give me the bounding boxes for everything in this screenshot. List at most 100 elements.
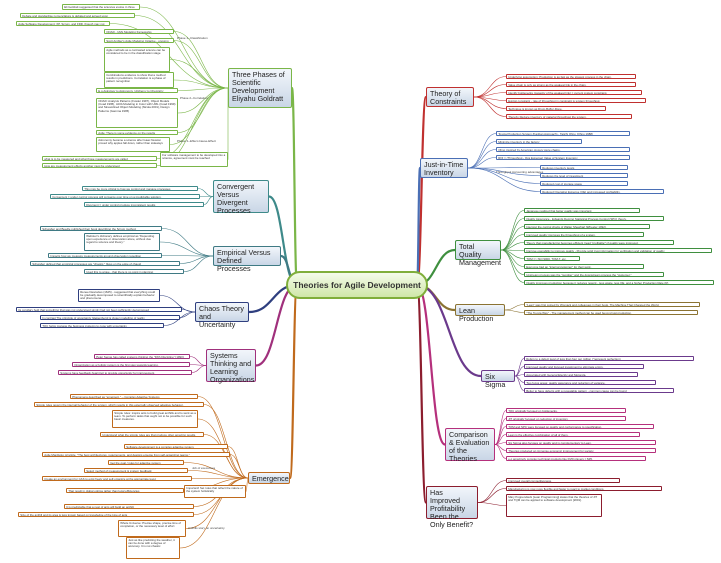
subtopic-28[interactable]: This may be more critical to how we cont… xyxy=(82,186,198,191)
subtopic-67[interactable]: Phenomena described as "emergent." -- Co… xyxy=(70,394,198,399)
main-topic-b0[interactable]: Three Phases of Scientific Development E… xyxy=(228,68,292,108)
subtopic-55[interactable]: Two focus areas: quality assurance and r… xyxy=(524,380,656,385)
subtopic-53[interactable]: Improved quality and focused investment … xyxy=(524,364,644,369)
subtopic-9[interactable]: Agile: There is some evidence on the res… xyxy=(96,130,178,135)
subtopic-49[interactable]: Its corollary held that something that w… xyxy=(16,307,182,312)
subtopic-71[interactable]: Software development is a complex adapti… xyxy=(124,444,228,449)
subtopic-24[interactable]: Reduces inventory levels xyxy=(540,165,628,170)
subtopic-13[interactable]: For software management to be developed … xyxy=(160,152,228,167)
subtopic-59[interactable]: Systems have feedback (learning) to prov… xyxy=(58,370,192,375)
subtopic-77[interactable]: Important! Set rules that reflect the na… xyxy=(184,485,246,498)
main-topic-b6[interactable]: Lean Production xyxy=(455,304,505,323)
subtopic-20[interactable]: Toyota Production System (Kanban Approac… xyxy=(496,131,630,136)
subtopic-26[interactable]: Reduced cost of storage space xyxy=(540,181,628,186)
subtopic-36[interactable]: Japanese realized that better quality wa… xyxy=(524,208,640,213)
subtopic-16[interactable]: Identify bottlenecks (capacity of the we… xyxy=(506,90,642,95)
subtopic-12[interactable]: How are measurement effects another must… xyxy=(42,163,157,168)
sub-label-1: Phase 2--Correlation xyxy=(180,96,208,100)
subtopic-31[interactable]: Schwaber and Beedle published their book… xyxy=(40,226,162,231)
subtopic-2[interactable]: Agile Software Development: XP, Scrum, a… xyxy=(16,21,110,26)
main-topic-b1[interactable]: Theory of Constraints xyxy=(426,87,474,107)
subtopic-44[interactable]: Upstream process was the "supplier" and … xyxy=(524,272,664,277)
main-topic-b10[interactable]: Comparison & Evaluation of the Theories xyxy=(445,428,495,463)
subtopic-25[interactable]: Reduces the level of investment xyxy=(540,173,628,178)
main-topic-b11[interactable]: Emergence xyxy=(248,472,290,484)
subtopic-35[interactable]: Used this to argue - that there is no po… xyxy=(84,269,184,274)
subtopic-18[interactable]: Technique is known as Drum-Buffer-Rope. xyxy=(506,106,606,111)
subtopic-37[interactable]: Quality Assurance - Edwards Deming Stati… xyxy=(524,216,664,221)
subtopic-30[interactable]: Divergent = under control produce incons… xyxy=(84,202,204,207)
subtopic-11[interactable]: what is to be measured and what those me… xyxy=(42,156,157,161)
subtopic-48[interactable]: Renee Descartes (1625) - suggested that … xyxy=(78,289,160,302)
subtopic-5[interactable]: Agile methods as a contrasted science ca… xyxy=(104,47,170,72)
subtopic-62[interactable]: TQM and SPC were focused on quality and … xyxy=(506,424,654,429)
subtopic-42[interactable]: TQM => ISO 9000, TQM-T, etc. xyxy=(524,256,580,261)
subtopic-61[interactable]: JIT originally focused on reduction of i… xyxy=(506,416,626,421)
subtopic-38[interactable]: Interpret the control charts of Walter S… xyxy=(524,224,650,229)
subtopic-39[interactable]: Improved quality improves the throughput… xyxy=(524,232,644,237)
subtopic-23[interactable]: ROI = (Throughput - Ops Expense) Value o… xyxy=(496,155,630,160)
subtopic-47[interactable]: "The Toyota Way" - The management method… xyxy=(524,310,698,315)
subtopic-34[interactable]: Schwaber defined that empirical processe… xyxy=(30,261,180,266)
subtopic-76[interactable]: That result in global optima rather than… xyxy=(66,488,184,493)
main-topic-b9[interactable]: Systems Thinking and Learning Organizati… xyxy=(206,349,256,384)
subtopic-15[interactable]: Value chain is only as strong as the wea… xyxy=(506,82,636,87)
subtopic-4[interactable]: Scott Ambler's Agile Modeling Initiative… xyxy=(104,38,174,43)
subtopic-19[interactable]: Thereby Reduce inventory of material thr… xyxy=(506,114,632,119)
subtopic-50[interactable]: In contrast The principle of uncertainty… xyxy=(40,315,180,320)
subtopic-21[interactable]: Minimize inventory in the factory xyxy=(496,139,582,144)
subtopic-46[interactable]: "Lean" was first coined by Womack and co… xyxy=(524,302,700,307)
central-topic[interactable]: Theories for Agile Development xyxy=(286,271,428,299)
subtopic-80[interactable]: Whole Universe: Precise shape, precise t… xyxy=(118,520,186,537)
subtopic-6[interactable]: Combinations evidence to show that a met… xyxy=(104,72,174,88)
subtopic-0[interactable]: Eli Goldratt suggested that the sciences… xyxy=(62,4,140,10)
subtopic-57[interactable]: Peter Senge has called systems thinking … xyxy=(94,354,190,359)
subtopic-78[interactable]: It is predictable that a nest of ants wi… xyxy=(64,504,194,509)
subtopic-8[interactable]: OOAD: Analysis Patterns (Fowler 1997), O… xyxy=(96,98,178,128)
main-topic-b2[interactable]: Just-in-Time Inventory xyxy=(420,158,468,178)
subtopic-60[interactable]: TOC originally focused on bottlenecks. xyxy=(506,408,626,413)
subtopic-83[interactable]: Manufacturing is now more flexible and f… xyxy=(506,486,662,491)
main-topic-b3[interactable]: Convergent Versus Divergent Processes xyxy=(213,180,269,215)
subtopic-17[interactable]: Exploit constraint - rate of throughput … xyxy=(506,98,646,103)
subtopic-10[interactable]: Astronomy became a science after Isaac N… xyxy=(96,137,170,152)
subtopic-33[interactable]: Impacts how we measure measurements arou… xyxy=(48,253,162,258)
subtopic-43[interactable]: Everyone had an "internal customer" for … xyxy=(524,264,644,269)
subtopic-51[interactable]: TOC helps manage the business systems to… xyxy=(40,323,164,328)
subtopic-81[interactable]: Just as like predicting the weather, it … xyxy=(126,537,180,559)
subtopic-75[interactable]: Create an environment for CAS to exist f… xyxy=(42,476,192,481)
main-topic-b4[interactable]: Empirical Versus Defined Processes xyxy=(213,246,281,273)
subtopic-65[interactable]: Theories produced an immense economic im… xyxy=(506,448,656,453)
subtopic-84[interactable]: Mary Poppendieck [Lean Programming] stat… xyxy=(506,494,602,517)
subtopic-22[interactable]: Ohno inspired by American grocery store … xyxy=(496,147,630,152)
subtopic-1[interactable]: Debate and standardise nomenclature is d… xyxy=(20,13,135,18)
subtopic-69[interactable]: Simple rules: inspire ants to build grea… xyxy=(112,410,198,428)
subtopic-14[interactable]: Underlying assumption: Production is as … xyxy=(506,74,636,79)
main-topic-b5[interactable]: Total Quality Management xyxy=(455,240,501,267)
subtopic-68[interactable]: Simple rules govern the internal behavio… xyxy=(34,402,204,407)
subtopic-74[interactable]: Select method of measurement & system fe… xyxy=(84,468,188,473)
subtopic-29[interactable]: Convergent = under control process will … xyxy=(50,194,200,199)
subtopic-54[interactable]: Associated with General Electric and Mot… xyxy=(524,372,638,377)
subtopic-64[interactable]: Six Sigma also focuses on quality and is… xyxy=(506,440,656,445)
subtopic-52[interactable]: Refers to a defect level of less than fo… xyxy=(524,356,694,361)
subtopic-70[interactable]: Understand what the simple rules are tha… xyxy=(100,432,204,437)
subtopic-3[interactable]: OOAD - UML Modeling frameworks xyxy=(104,29,174,34)
main-topic-b7[interactable]: Chaos Theory and Uncertainty xyxy=(195,302,249,329)
subtopic-7[interactable]: E.g.Astrology to Astronomy / Alchemy to … xyxy=(96,88,178,93)
subtopic-66[interactable]: e.g amazingly complex technical products… xyxy=(506,456,646,461)
subtopic-32[interactable]: Webster's dictionary defines empirical a… xyxy=(84,233,160,251)
subtopic-82[interactable]: Improved overall competitiveness. xyxy=(506,478,620,483)
subtopic-58[interactable]: Organization as a holistic system is the… xyxy=(72,362,190,367)
subtopic-63[interactable]: Lean is the effective combination of all… xyxy=(506,432,640,437)
subtopic-56[interactable]: Better to have defects with a repeatable… xyxy=(524,388,674,393)
subtopic-79[interactable]: Size of the anthill and its area is less… xyxy=(18,512,194,517)
subtopic-27[interactable]: Reduced Operating Expense (OE) and incre… xyxy=(540,189,664,194)
subtopic-73[interactable]: Get the goal / rules for adaptive system xyxy=(108,460,184,465)
subtopic-45[interactable]: Quality improves production because it r… xyxy=(524,280,714,285)
subtopic-40[interactable]: Theory that manufacturing becomes effici… xyxy=(524,240,674,245)
subtopic-72[interactable]: Agile Manifesto principle, "The best arc… xyxy=(42,452,230,457)
main-topic-b8[interactable]: Six Sigma xyxy=(481,370,515,389)
main-topic-b12[interactable]: Has Improved Profitability Been the Only… xyxy=(426,486,478,529)
subtopic-41[interactable]: Improve operability to improve quality -… xyxy=(524,248,712,253)
